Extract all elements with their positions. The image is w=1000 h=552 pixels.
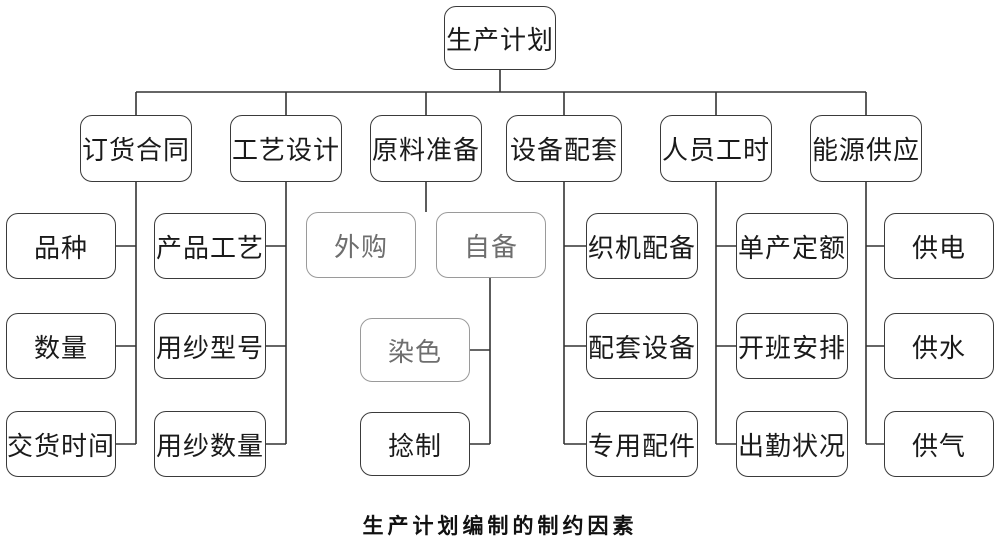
node-item: 数量 — [6, 313, 116, 379]
node-item: 用纱数量 — [154, 411, 266, 477]
node-item: 产品工艺 — [154, 213, 266, 279]
node-item: 出勤状况 — [736, 411, 848, 477]
node-category: 人员工时 — [660, 115, 772, 182]
node-item: 供电 — [884, 213, 994, 279]
node-item: 用纱型号 — [154, 313, 266, 379]
node-item: 捻制 — [360, 412, 470, 476]
node-item: 配套设备 — [586, 313, 698, 379]
node-item: 专用配件 — [586, 411, 698, 477]
node-item: 外购 — [306, 212, 416, 278]
figure-caption: 生产计划编制的制约因素 — [362, 513, 638, 538]
node-root: 生产计划 — [444, 6, 556, 70]
node-item: 品种 — [6, 213, 116, 279]
node-category: 工艺设计 — [230, 115, 342, 182]
node-item: 染色 — [360, 318, 470, 382]
node-category: 订货合同 — [80, 115, 192, 182]
node-category: 原料准备 — [370, 115, 482, 182]
node-item: 单产定额 — [736, 213, 848, 279]
node-item: 供气 — [884, 411, 994, 477]
node-category: 设备配套 — [506, 115, 622, 182]
node-item: 自备 — [436, 212, 546, 278]
node-item: 交货时间 — [6, 411, 116, 477]
node-item: 供水 — [884, 313, 994, 379]
node-category: 能源供应 — [810, 115, 922, 182]
node-item: 开班安排 — [736, 313, 848, 379]
node-item: 织机配备 — [586, 213, 698, 279]
